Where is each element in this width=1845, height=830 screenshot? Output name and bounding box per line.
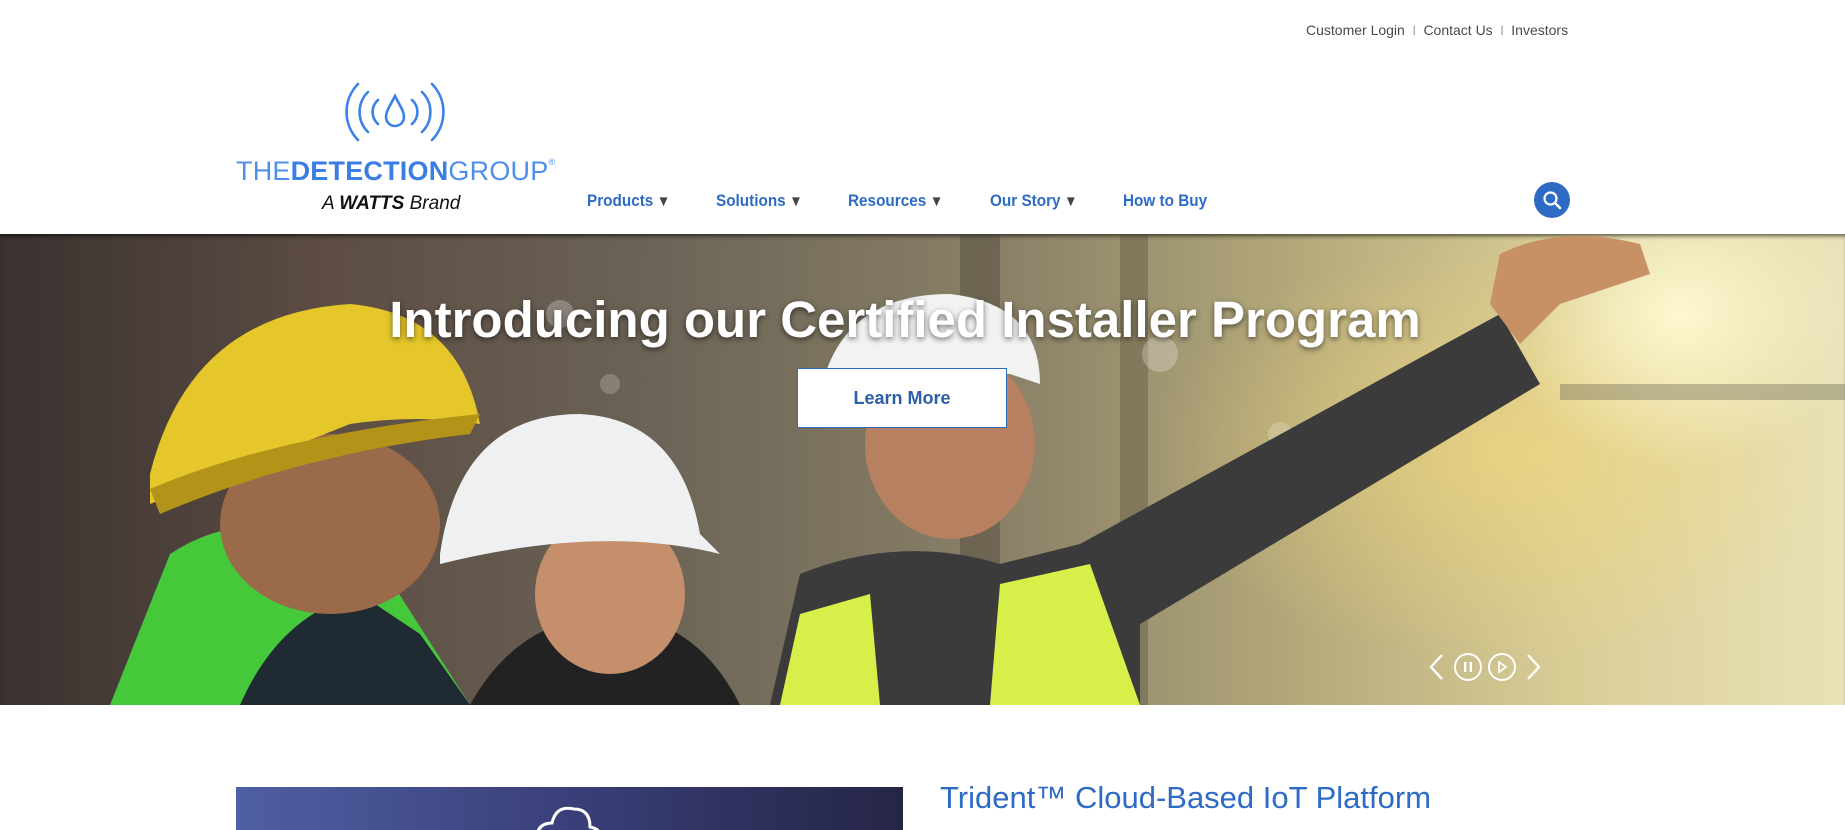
caret-down-icon: ▼: [656, 192, 671, 210]
play-button[interactable]: [1488, 653, 1516, 681]
logo-the: THE: [236, 156, 291, 186]
nav-solutions[interactable]: Solutions ▼: [716, 191, 803, 211]
nav-label: Solutions: [715, 191, 786, 210]
caret-down-icon: ▼: [929, 192, 944, 210]
search-button[interactable]: [1534, 182, 1570, 218]
nav-our-story[interactable]: Our Story ▼: [990, 191, 1078, 211]
contact-us-link[interactable]: Contact Us: [1423, 22, 1493, 38]
chevron-right-icon[interactable]: [1522, 652, 1544, 682]
utility-separator: |: [1412, 24, 1416, 36]
nav-how-to-buy[interactable]: How to Buy: [1123, 191, 1207, 211]
nav-label: Our Story: [989, 191, 1061, 210]
hero-photo: [110, 234, 1845, 705]
logo-registered: ®: [548, 157, 556, 167]
caret-down-icon: ▼: [1063, 192, 1078, 210]
utility-nav: Customer Login | Contact Us | Investors: [1306, 22, 1568, 38]
carousel-controls: [1426, 652, 1544, 682]
feature-title: Trident™ Cloud-Based IoT Platform: [940, 780, 1432, 815]
nav-products[interactable]: Products ▼: [587, 191, 670, 211]
investors-link[interactable]: Investors: [1511, 22, 1569, 38]
hero-title: Introducing our Certified Installer Prog…: [389, 291, 1421, 348]
feature-image: [236, 787, 903, 830]
chevron-left-icon[interactable]: [1426, 652, 1448, 682]
brand-prefix: A: [322, 193, 334, 214]
brand-name: WATTS: [339, 193, 405, 214]
site-logo[interactable]: THEDETECTIONGROUP® A WATTS Brand: [236, 78, 556, 215]
logo-group: GROUP: [448, 156, 549, 186]
logo-wordmark: THEDETECTIONGROUP®: [236, 158, 555, 185]
learn-more-button[interactable]: Learn More: [797, 368, 1007, 428]
logo-brand-line: A WATTS Brand: [322, 193, 460, 215]
brand-suffix: Brand: [409, 193, 461, 214]
water-drop-signal-icon: [345, 82, 445, 142]
cloud-icon: [536, 806, 600, 830]
hero-banner: Introducing our Certified Installer Prog…: [0, 234, 1845, 705]
nav-label: How to Buy: [1122, 191, 1208, 210]
nav-label: Products: [587, 191, 654, 210]
pause-icon: [1464, 662, 1472, 672]
main-nav: Products ▼ Solutions ▼ Resources ▼ Our S…: [587, 191, 1252, 211]
customer-login-link[interactable]: Customer Login: [1306, 22, 1405, 38]
utility-separator: |: [1500, 24, 1504, 36]
logo-detection: DETECTION: [290, 156, 449, 186]
nav-resources[interactable]: Resources ▼: [848, 191, 943, 211]
search-icon: [1543, 191, 1562, 210]
play-icon: [1498, 661, 1508, 673]
caret-down-icon: ▼: [788, 192, 803, 210]
nav-label: Resources: [847, 191, 927, 210]
pause-button[interactable]: [1454, 653, 1482, 681]
